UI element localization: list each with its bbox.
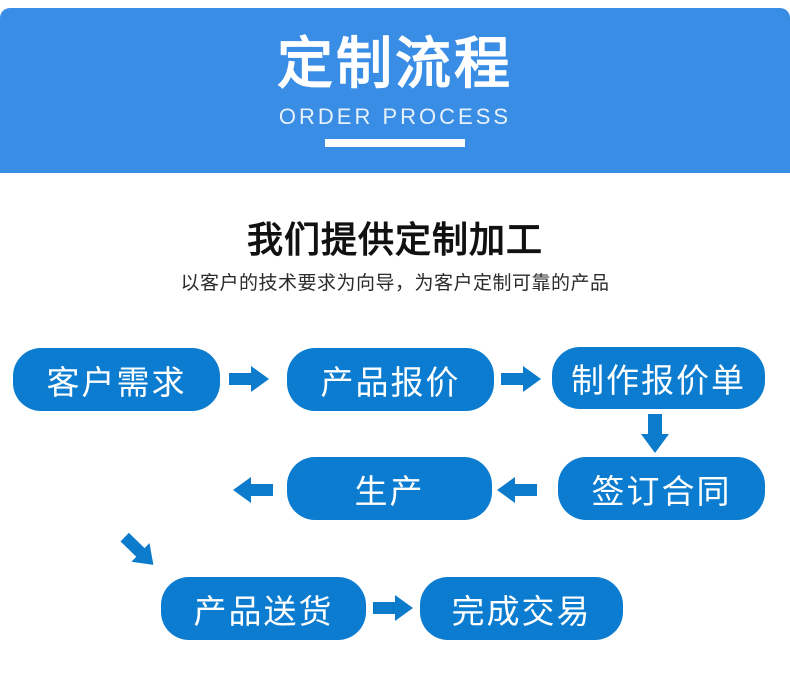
banner: 定制流程 ORDER PROCESS [0, 8, 790, 173]
flow-node-complete-transaction: 完成交易 [420, 577, 623, 640]
flow-node-label: 制作报价单 [571, 362, 746, 399]
arrow-left-icon [497, 477, 537, 503]
flow-node-label: 签订合同 [591, 472, 732, 510]
flow-node-make-quotation: 制作报价单 [552, 347, 765, 409]
page-subtitle: ORDER PROCESS [278, 104, 512, 129]
arrow-right-icon [373, 595, 413, 621]
flow-node-product-quote: 产品报价 [287, 348, 494, 411]
flow-node-label: 完成交易 [451, 592, 592, 630]
flow-node-label: 生产 [354, 472, 425, 510]
banner-divider [325, 139, 465, 147]
intro-description: 以客户的技术要求为向导，为客户定制可靠的产品 [180, 273, 610, 294]
flow-node-product-delivery: 产品送货 [161, 577, 366, 640]
intro-heading: 我们提供定制加工 [246, 219, 543, 260]
flow-node-sign-contract: 签订合同 [558, 457, 765, 520]
arrow-down-right-icon [116, 528, 163, 574]
arrow-right-icon [229, 366, 269, 392]
flow-node-label: 产品报价 [320, 363, 461, 401]
arrow-down-icon [641, 414, 669, 453]
flow-node-label: 产品送货 [193, 592, 334, 630]
arrow-left-icon [233, 477, 273, 503]
flow-node-production: 生产 [287, 457, 492, 520]
page-title: 定制流程 [277, 32, 513, 95]
flow-node-label: 客户需求 [46, 363, 187, 401]
arrow-right-icon [501, 366, 541, 392]
flow-node-customer-demand: 客户需求 [13, 348, 220, 411]
